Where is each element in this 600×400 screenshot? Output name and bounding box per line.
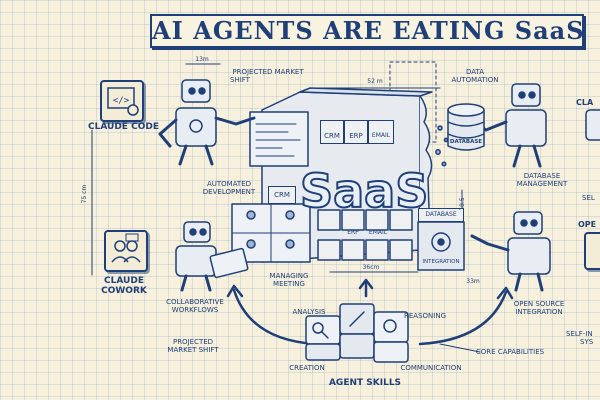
claude-code-icon: </> [100,80,144,122]
label-data-automation-1: DATA [465,68,485,76]
label-collab-1: COLLABORATIVE [166,298,224,306]
agent-skills-puzzle [305,303,409,363]
arrow-right-curve [418,290,508,346]
robot-open-source [470,211,551,292]
label-claude-cowork-2: COWORK [101,286,147,296]
label-ope-right: OPE [578,220,597,229]
dimension-52m: 52 m [367,78,383,85]
label-core-capabilities: CORE CAPABILITIES [475,348,545,356]
robot-claude-cowork [175,221,249,292]
arrow-left-curve [232,288,318,346]
lock-icon [584,232,600,270]
label-automated-dev-1: AUTOMATED [206,180,252,188]
label-communication: COMMUNICATION [400,364,462,372]
brick-email-mid: EMAIL [368,229,388,236]
brick-database: DATABASE [418,208,464,222]
label-agent-skills: AGENT SKILLS [328,378,402,388]
label-claude-code: CLAUDE CODE [88,122,159,132]
label-database-mgmt-1: DATABASE [523,172,561,180]
label-managing-2: MEETING [273,280,305,288]
label-open-source-1: OPEN SOURCE [513,300,565,308]
label-managing-1: MANAGING [269,272,309,280]
label-projected-top-1: PROJECTED MARKET [232,68,304,76]
brick-erp-top: ERP [344,120,368,144]
brick-crm-mid: CRM [268,186,296,204]
robot-data-automation [472,83,547,168]
svg-text:</>: </> [113,96,130,106]
integration-label: INTEGRATION [422,259,460,265]
label-projected-top-2: SHIFT [230,76,250,84]
robot-claude-code [158,79,256,166]
dimension-75cm: 75 cm [81,184,88,204]
label-projected-bottom-2: MARKET SHIFT [167,346,219,354]
integration-block [417,221,465,271]
dimension-33m: 33m [466,278,480,285]
label-open-source-2: INTEGRATION [515,308,563,316]
dimension-18: 18.5 [459,197,466,211]
label-sel-right: SEL [582,194,595,202]
brick-crm-top: CRM [320,120,344,144]
label-self-improve-1: SELF-IN [566,330,593,338]
dimension-36cm: 36cm [362,264,380,271]
database-cylinder [447,103,485,151]
brick-email-top: EMAIL [368,120,394,144]
label-claude-right: CLA [576,98,594,107]
label-creation: CREATION [289,364,325,372]
database-cylinder-label: DATABASE [449,139,483,145]
label-analysis: ANALYSIS [292,308,326,316]
claude-cowork-icon [104,230,148,272]
saas-logo-text: SaaS [299,163,429,219]
label-reasoning: REASONING [404,312,446,320]
label-automated-dev-2: DEVELOPMENT [202,188,256,196]
code-window [249,111,309,167]
label-collab-2: WORKFLOWS [171,306,219,314]
brick-erp-mid: ERP [347,229,359,236]
dimension-13m: 13m [195,56,209,63]
label-projected-bottom-1: PROJECTED [172,338,214,346]
label-claude-cowork-1: CLAUDE [104,276,144,286]
label-data-automation-2: AUTOMATION [451,76,499,84]
label-database-mgmt-2: MANAGEMENT [516,180,568,188]
label-self-improve-2: SYS [580,338,594,346]
page-title: AI AGENTS ARE EATING SaaS [150,14,584,48]
